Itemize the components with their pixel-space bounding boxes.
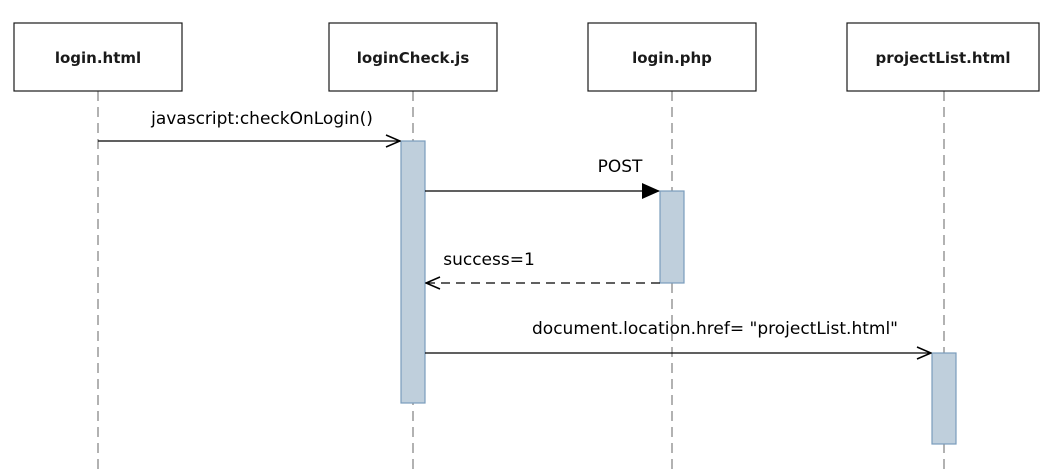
message-label-success: success=1 bbox=[443, 250, 535, 270]
activation-projectlist-html bbox=[931, 352, 957, 445]
activation-login-php bbox=[659, 190, 685, 284]
participant-label: loginCheck.js bbox=[357, 49, 470, 67]
participant-label: login.html bbox=[55, 49, 141, 67]
message-label-location-href: document.location.href= "projectList.htm… bbox=[532, 319, 898, 339]
message-label-post: POST bbox=[598, 157, 643, 177]
participant-label: projectList.html bbox=[876, 49, 1011, 67]
participant-label: login.php bbox=[632, 49, 712, 67]
participant-login-php: login.php bbox=[587, 22, 757, 92]
participant-login-html: login.html bbox=[13, 22, 183, 92]
message-label-checkonlogin: javascript:checkOnLogin() bbox=[150, 109, 373, 129]
participant-logincheck-js: loginCheck.js bbox=[328, 22, 498, 92]
participant-projectlist-html: projectList.html bbox=[846, 22, 1040, 92]
activation-logincheck-js bbox=[400, 140, 426, 404]
